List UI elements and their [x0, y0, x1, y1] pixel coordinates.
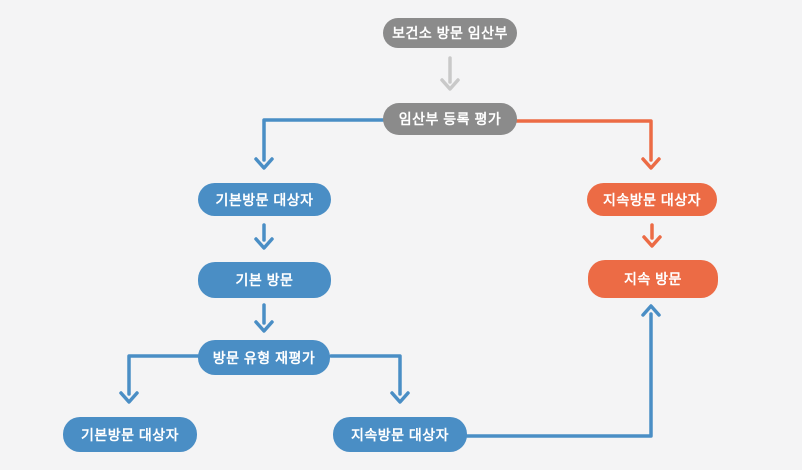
arrow-reeval-to-basic-target-final: [119, 354, 200, 404]
node-continuous-visit: 지속 방문: [588, 260, 718, 298]
node-label: 기본 방문: [235, 272, 294, 288]
node-label: 임산부 등록 평가: [398, 111, 502, 127]
arrow-continuous-target-to-continuous-visit: [642, 223, 662, 248]
node-continuous-visit-target: 지속방문 대상자: [587, 183, 717, 216]
arrow-continuous-target-final-to-continuous-visit: [465, 304, 661, 438]
arrow-eval-to-basic-target: [254, 118, 385, 170]
node-label: 기본방문 대상자: [80, 426, 180, 443]
node-registration-evaluation: 임산부 등록 평가: [383, 103, 517, 135]
arrow-basic-target-to-basic-visit: [254, 223, 274, 250]
node-label: 방문 유형 재평가: [212, 349, 316, 366]
node-label: 보건소 방문 임산부: [392, 25, 508, 41]
node-label: 지속방문 대상자: [350, 426, 450, 443]
node-label: 기본방문 대상자: [215, 191, 314, 208]
node-health-center-pregnant-women: 보건소 방문 임산부: [383, 18, 517, 48]
node-label: 지속 방문: [624, 271, 682, 287]
arrow-eval-to-continuous-target: [515, 119, 661, 170]
node-label: 지속방문 대상자: [602, 191, 702, 208]
arrow-basic-visit-to-reeval: [254, 303, 274, 333]
node-visit-type-reevaluation: 방문 유형 재평가: [198, 340, 330, 375]
arrow-health-center-to-eval: [440, 56, 460, 91]
node-basic-visit-target-final: 기본방문 대상자: [63, 417, 197, 452]
node-continuous-visit-target-final: 지속방문 대상자: [333, 417, 467, 452]
node-basic-visit: 기본 방문: [198, 262, 331, 298]
node-basic-visit-target: 기본방문 대상자: [198, 183, 331, 216]
arrow-reeval-to-continuous-target-final: [329, 354, 410, 404]
